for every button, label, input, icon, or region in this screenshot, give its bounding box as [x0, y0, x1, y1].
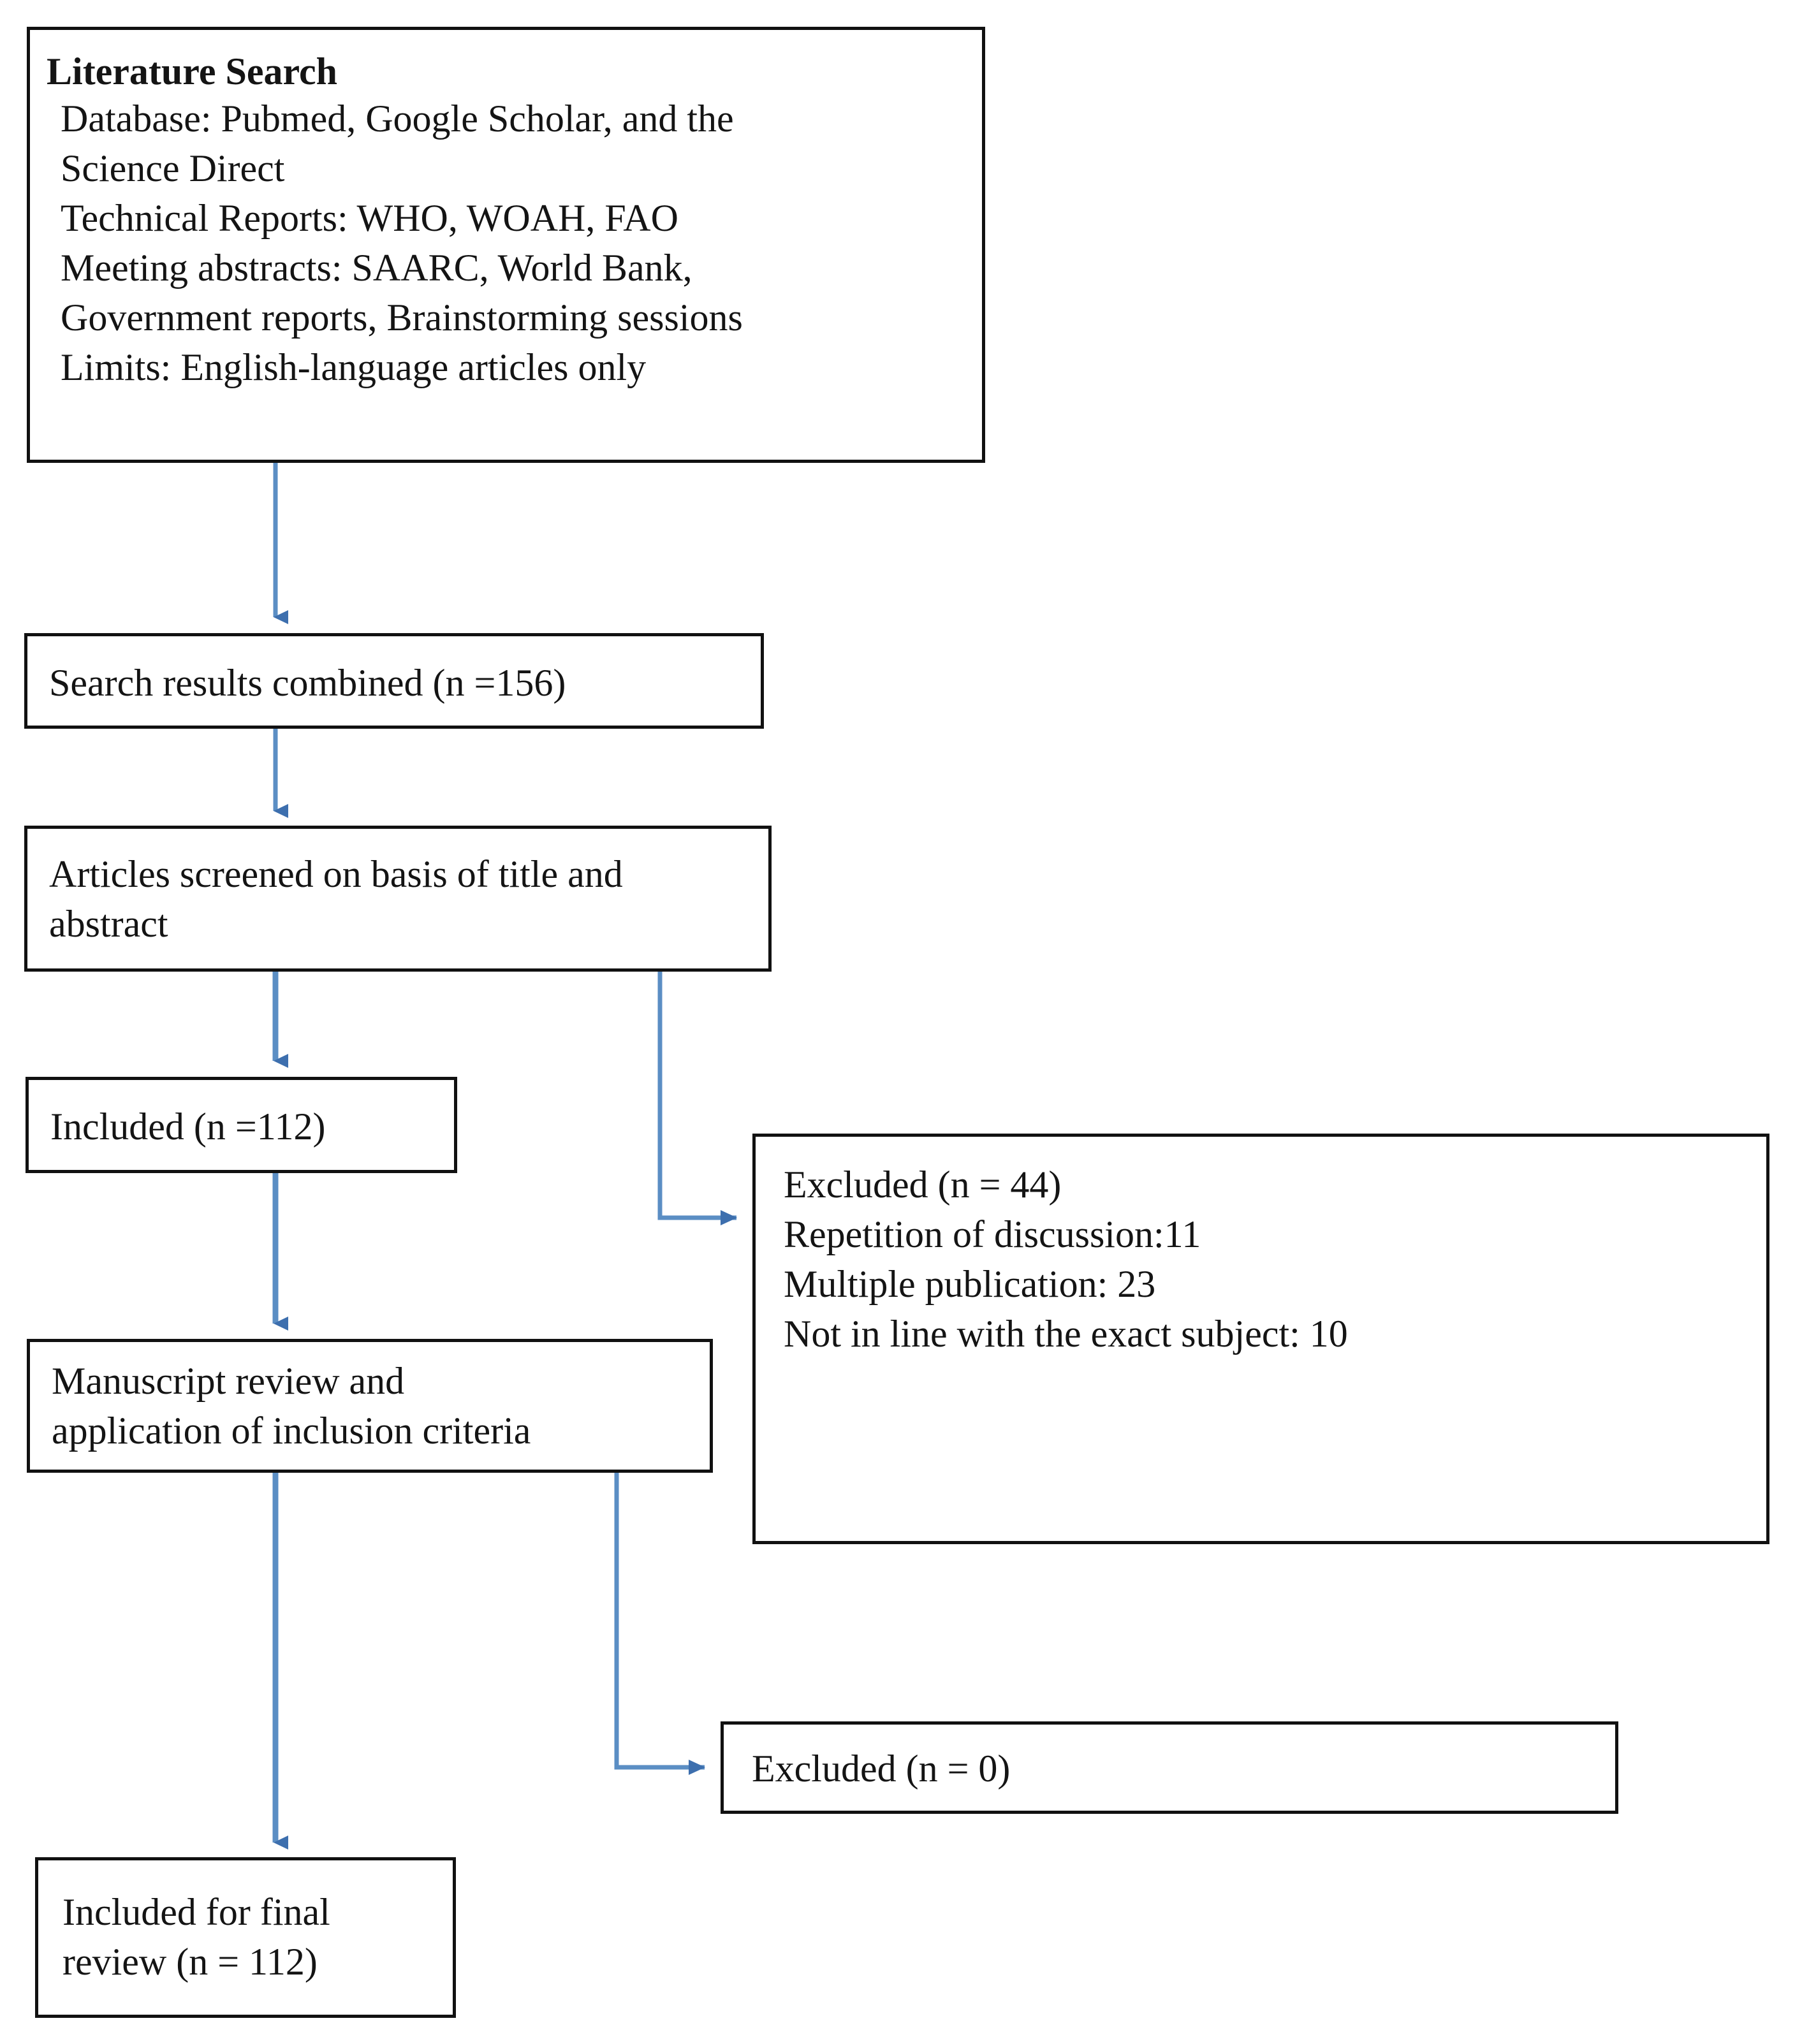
box-search-results-combined: Search results combined (n =156)	[24, 633, 764, 729]
manuscript-review-label: Manuscript review and application of inc…	[52, 1360, 531, 1452]
excluded-44-label: Excluded (n = 44) Repetition of discussi…	[784, 1164, 1348, 1355]
box-excluded-44: Excluded (n = 44) Repetition of discussi…	[752, 1134, 1769, 1544]
box-excluded-0: Excluded (n = 0)	[721, 1721, 1618, 1814]
literature-search-details: Database: Pubmed, Google Scholar, and th…	[61, 98, 743, 388]
arrow-manuscript-review-to-excluded-0	[614, 1471, 705, 1775]
arrow-articles-screened-to-excluded-44	[657, 970, 737, 1225]
included-label: Included (n =112)	[50, 1106, 326, 1148]
box-articles-screened: Articles screened on basis of title and …	[24, 826, 772, 972]
final-review-label: Included for final review (n = 112)	[62, 1891, 330, 1983]
articles-screened-label: Articles screened on basis of title and …	[49, 853, 623, 945]
box-literature-search: Literature Search Database: Pubmed, Goog…	[27, 27, 985, 463]
box-included-for-final-review: Included for final review (n = 112)	[35, 1857, 456, 2018]
box-included: Included (n =112)	[26, 1077, 457, 1173]
box-manuscript-review: Manuscript review and application of inc…	[27, 1339, 713, 1473]
excluded-0-label: Excluded (n = 0)	[752, 1748, 1011, 1790]
search-results-combined-label: Search results combined (n =156)	[49, 662, 566, 704]
literature-search-title: Literature Search	[47, 50, 338, 92]
